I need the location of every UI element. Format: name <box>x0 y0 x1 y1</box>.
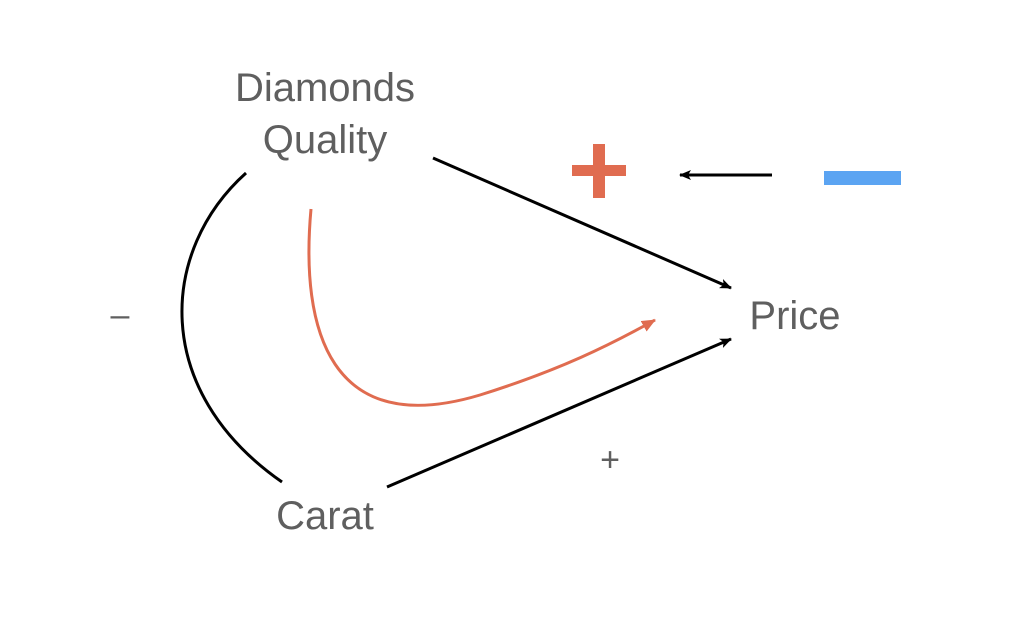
legend-minus-icon <box>824 171 901 185</box>
node-diamonds-quality-line1: Diamonds <box>234 66 416 110</box>
edge-sign-quality-carat: – <box>110 296 130 334</box>
edge-sign-carat-price: + <box>600 441 620 479</box>
node-diamonds-quality: Diamonds Quality <box>195 62 455 166</box>
indirect-effect-path <box>307 208 656 407</box>
edge-carat-price <box>386 337 732 489</box>
legend-plus-icon <box>572 144 626 198</box>
node-carat: Carat <box>276 494 374 538</box>
node-price: Price <box>749 294 841 338</box>
edge-quality-carat <box>180 171 283 484</box>
edge-quality-price <box>432 156 732 290</box>
node-diamonds-quality-line2: Quality <box>262 118 388 162</box>
